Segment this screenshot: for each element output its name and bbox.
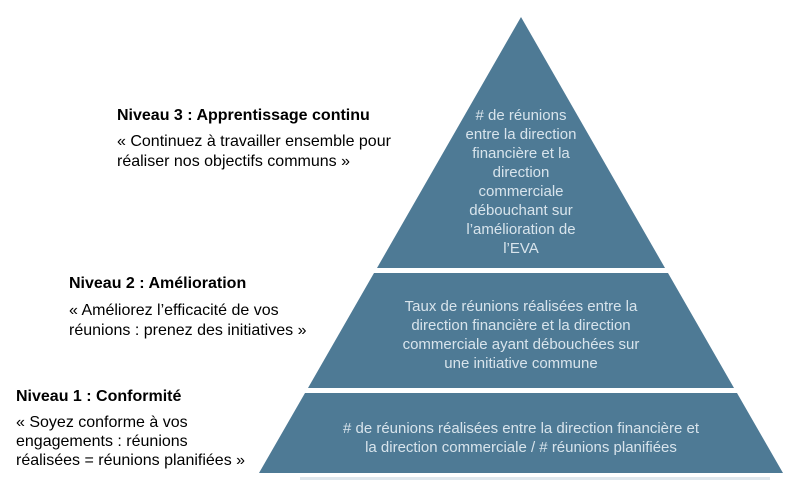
pyramid-bottom-section-label: # de réunions réalisées entre la directi…	[342, 420, 700, 456]
level-2-quote: « Améliorez l’efficacité de vos réunions…	[69, 302, 307, 339]
pyramid-bottom-section-shape	[259, 393, 783, 473]
level-3-quote: « Continuez à travailler ensemble pour r…	[117, 133, 391, 170]
level-1-quote: « Soyez conforme à vos engagements : réu…	[16, 414, 246, 469]
pyramid-middle-section-label: Taux de réunions réalisées entre la dire…	[402, 298, 640, 372]
level-3-heading: Niveau 3 : Apprentissage continu	[117, 107, 370, 124]
pyramid-top-section-shape	[377, 17, 665, 268]
pyramid-base-shadow	[300, 477, 770, 480]
pyramid-middle-section-shape	[308, 273, 734, 388]
pyramid-top-section-label: # de réunions entre la direction financi…	[465, 107, 577, 257]
level-1-heading: Niveau 1 : Conformité	[16, 388, 182, 405]
level-2-heading: Niveau 2 : Amélioration	[69, 275, 247, 292]
